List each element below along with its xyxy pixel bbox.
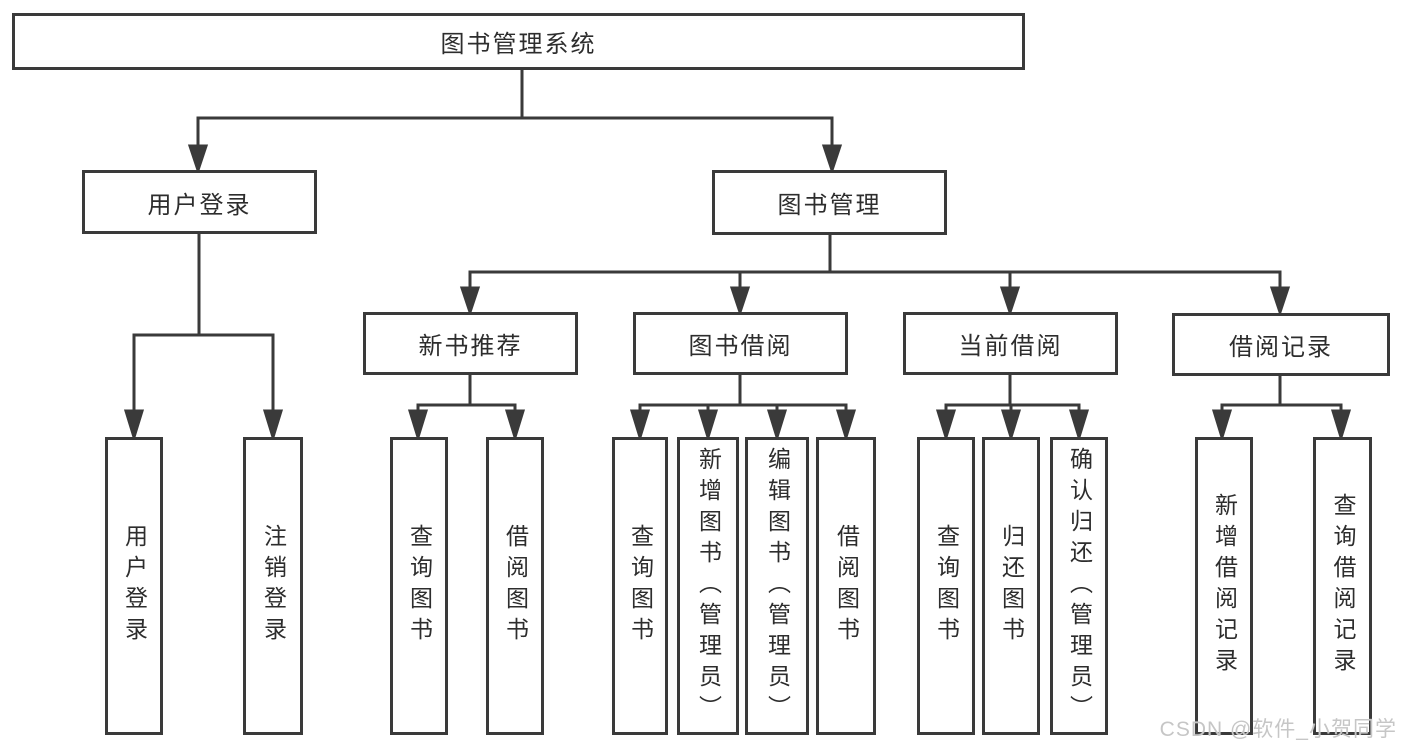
node-book-mgmt-label: 图书管理 xyxy=(777,192,882,219)
node-borrow-records: 借阅记录 xyxy=(1172,313,1390,376)
node-book-mgmt: 图书管理 xyxy=(712,170,947,235)
node-current-borrow-label: 当前借阅 xyxy=(958,333,1063,360)
node-root-label: 图书管理系统 xyxy=(440,31,597,58)
node-user-login: 用户登录 xyxy=(82,170,317,234)
leaf-rec-query-book-label: 查询图书 xyxy=(406,524,433,648)
node-user-login-label: 用户登录 xyxy=(147,191,252,219)
leaf-add-book-label: 新增图书（管理员） xyxy=(695,446,722,726)
leaf-confirm-return: 确认归还（管理员） xyxy=(1050,437,1108,735)
node-new-book-rec: 新书推荐 xyxy=(363,312,578,375)
node-book-borrow: 图书借阅 xyxy=(633,312,848,375)
node-current-borrow: 当前借阅 xyxy=(903,312,1118,375)
leaf-rec-borrow-book: 借阅图书 xyxy=(486,437,544,735)
leaf-borrow-query-book-label: 查询图书 xyxy=(627,524,654,648)
node-borrow-records-label: 借阅记录 xyxy=(1229,334,1333,361)
leaf-rec-borrow-book-label: 借阅图书 xyxy=(502,524,529,648)
leaf-logout: 注销登录 xyxy=(243,437,303,735)
leaf-borrow-query-book: 查询图书 xyxy=(612,437,668,735)
leaf-user-login-label: 用户登录 xyxy=(121,524,148,648)
leaf-add-book: 新增图书（管理员） xyxy=(677,437,739,735)
leaf-edit-book-label: 编辑图书（管理员） xyxy=(764,446,791,726)
node-root: 图书管理系统 xyxy=(12,13,1025,70)
leaf-query-borrow-record: 查询借阅记录 xyxy=(1313,437,1372,735)
leaf-add-borrow-record-label: 新增借阅记录 xyxy=(1211,493,1238,679)
leaf-borrow-book: 借阅图书 xyxy=(816,437,876,735)
csdn-watermark: CSDN @软件_小贺同学 xyxy=(1159,718,1397,741)
leaf-confirm-return-label: 确认归还（管理员） xyxy=(1066,446,1093,726)
leaf-rec-query-book: 查询图书 xyxy=(390,437,448,735)
leaf-current-query-book: 查询图书 xyxy=(917,437,975,735)
leaf-query-borrow-record-label: 查询借阅记录 xyxy=(1330,493,1356,679)
leaf-return-book-label: 归还图书 xyxy=(998,524,1025,648)
leaf-edit-book: 编辑图书（管理员） xyxy=(745,437,809,735)
leaf-current-query-book-label: 查询图书 xyxy=(933,524,960,648)
node-new-book-rec-label: 新书推荐 xyxy=(418,333,523,360)
leaf-borrow-book-label: 借阅图书 xyxy=(833,524,860,648)
node-book-borrow-label: 图书借阅 xyxy=(688,333,793,360)
leaf-user-login: 用户登录 xyxy=(105,437,163,735)
leaf-add-borrow-record: 新增借阅记录 xyxy=(1195,437,1253,735)
leaf-return-book: 归还图书 xyxy=(982,437,1040,735)
leaf-logout-label: 注销登录 xyxy=(260,524,287,648)
